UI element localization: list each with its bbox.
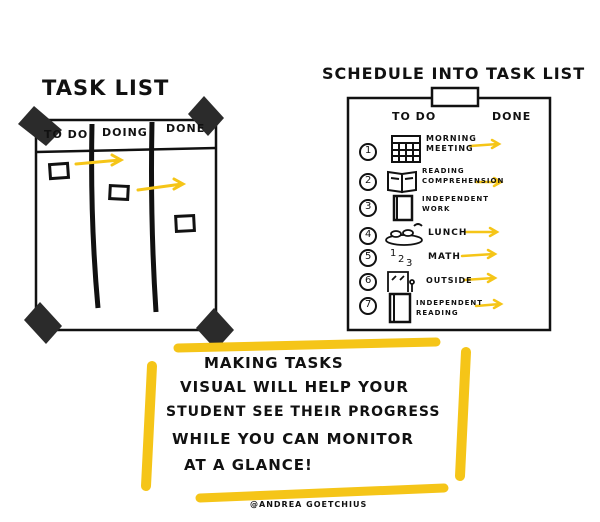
arrow-todo-to-doing bbox=[74, 153, 125, 167]
top-tape bbox=[430, 86, 480, 108]
credit-signature: @ANDREA GOETCHIUS bbox=[250, 500, 368, 509]
message-frame bbox=[141, 337, 471, 503]
right-board-title: SCHEDULE INTO TASK LIST bbox=[322, 64, 586, 83]
item-number-5: 5 bbox=[365, 251, 372, 262]
left-board-title: TASK LIST bbox=[42, 76, 170, 100]
right-header-done: DONE bbox=[492, 110, 532, 123]
item-number-3: 3 bbox=[365, 201, 372, 212]
item-number-1: 1 bbox=[365, 145, 372, 156]
item-label-1: MORNING MEETING bbox=[426, 134, 477, 153]
open-book-icon bbox=[387, 170, 417, 194]
left-column-todo: TO DO bbox=[44, 128, 89, 141]
item-label-2: READING COMPREHENSION bbox=[422, 167, 505, 185]
arrow-doing-to-done bbox=[136, 177, 187, 192]
svg-text:1: 1 bbox=[390, 248, 396, 259]
notebook-icon bbox=[392, 194, 414, 222]
left-header-line bbox=[35, 146, 217, 154]
left-column-doing: DOING bbox=[102, 126, 148, 139]
closed-book-icon bbox=[388, 292, 412, 324]
item-number-7: 7 bbox=[365, 299, 372, 310]
tape-top-right bbox=[188, 96, 224, 136]
arrow-item-1 bbox=[468, 138, 502, 150]
food-icon bbox=[385, 223, 423, 246]
item-label-3: INDEPENDENT WORK bbox=[422, 195, 490, 213]
svg-text:2: 2 bbox=[398, 254, 404, 265]
arrow-item-5 bbox=[460, 248, 498, 260]
left-divider-1 bbox=[89, 123, 101, 309]
right-header-todo: TO DO bbox=[392, 110, 437, 123]
svg-text:3: 3 bbox=[406, 258, 412, 269]
tape-top-left bbox=[18, 106, 62, 146]
item-circle-6 bbox=[359, 273, 377, 291]
item-label-6: OUTSIDE bbox=[426, 276, 473, 285]
sticky-note-1 bbox=[47, 161, 71, 181]
item-number-6: 6 bbox=[365, 275, 372, 286]
arrow-item-2 bbox=[474, 176, 504, 188]
tape-bottom-left bbox=[24, 302, 62, 344]
arrow-item-6 bbox=[462, 272, 498, 284]
tape-bottom-right bbox=[196, 308, 234, 350]
item-label-7: INDEPENDENT READING bbox=[416, 299, 484, 317]
item-number-4: 4 bbox=[365, 229, 372, 240]
item-label-4: LUNCH bbox=[428, 228, 468, 238]
message-line-1: MAKING TASKS bbox=[204, 354, 344, 372]
item-circle-5 bbox=[359, 249, 377, 267]
left-divider-2 bbox=[149, 121, 159, 313]
playground-icon bbox=[387, 271, 415, 292]
left-column-done: DONE bbox=[166, 122, 206, 135]
arrow-item-4 bbox=[464, 226, 500, 238]
item-label-5: MATH bbox=[428, 252, 461, 262]
item-circle-7 bbox=[359, 297, 377, 315]
right-board-frame bbox=[346, 96, 552, 332]
item-circle-1 bbox=[359, 143, 377, 161]
calendar-icon bbox=[391, 135, 421, 163]
arrow-item-7 bbox=[474, 298, 504, 310]
message-line-5: AT A GLANCE! bbox=[184, 456, 313, 474]
left-task-board bbox=[18, 96, 234, 350]
item-circle-2 bbox=[359, 173, 377, 191]
message-line-3: STUDENT SEE THEIR PROGRESS bbox=[166, 404, 441, 420]
sticky-note-3 bbox=[174, 213, 196, 234]
message-line-4: WHILE YOU CAN MONITOR bbox=[172, 430, 414, 448]
item-circle-3 bbox=[359, 199, 377, 217]
item-number-2: 2 bbox=[365, 175, 372, 186]
sticky-note-2 bbox=[108, 183, 130, 202]
message-line-2: VISUAL WILL HELP YOUR bbox=[180, 378, 409, 396]
item-circle-4 bbox=[359, 227, 377, 245]
